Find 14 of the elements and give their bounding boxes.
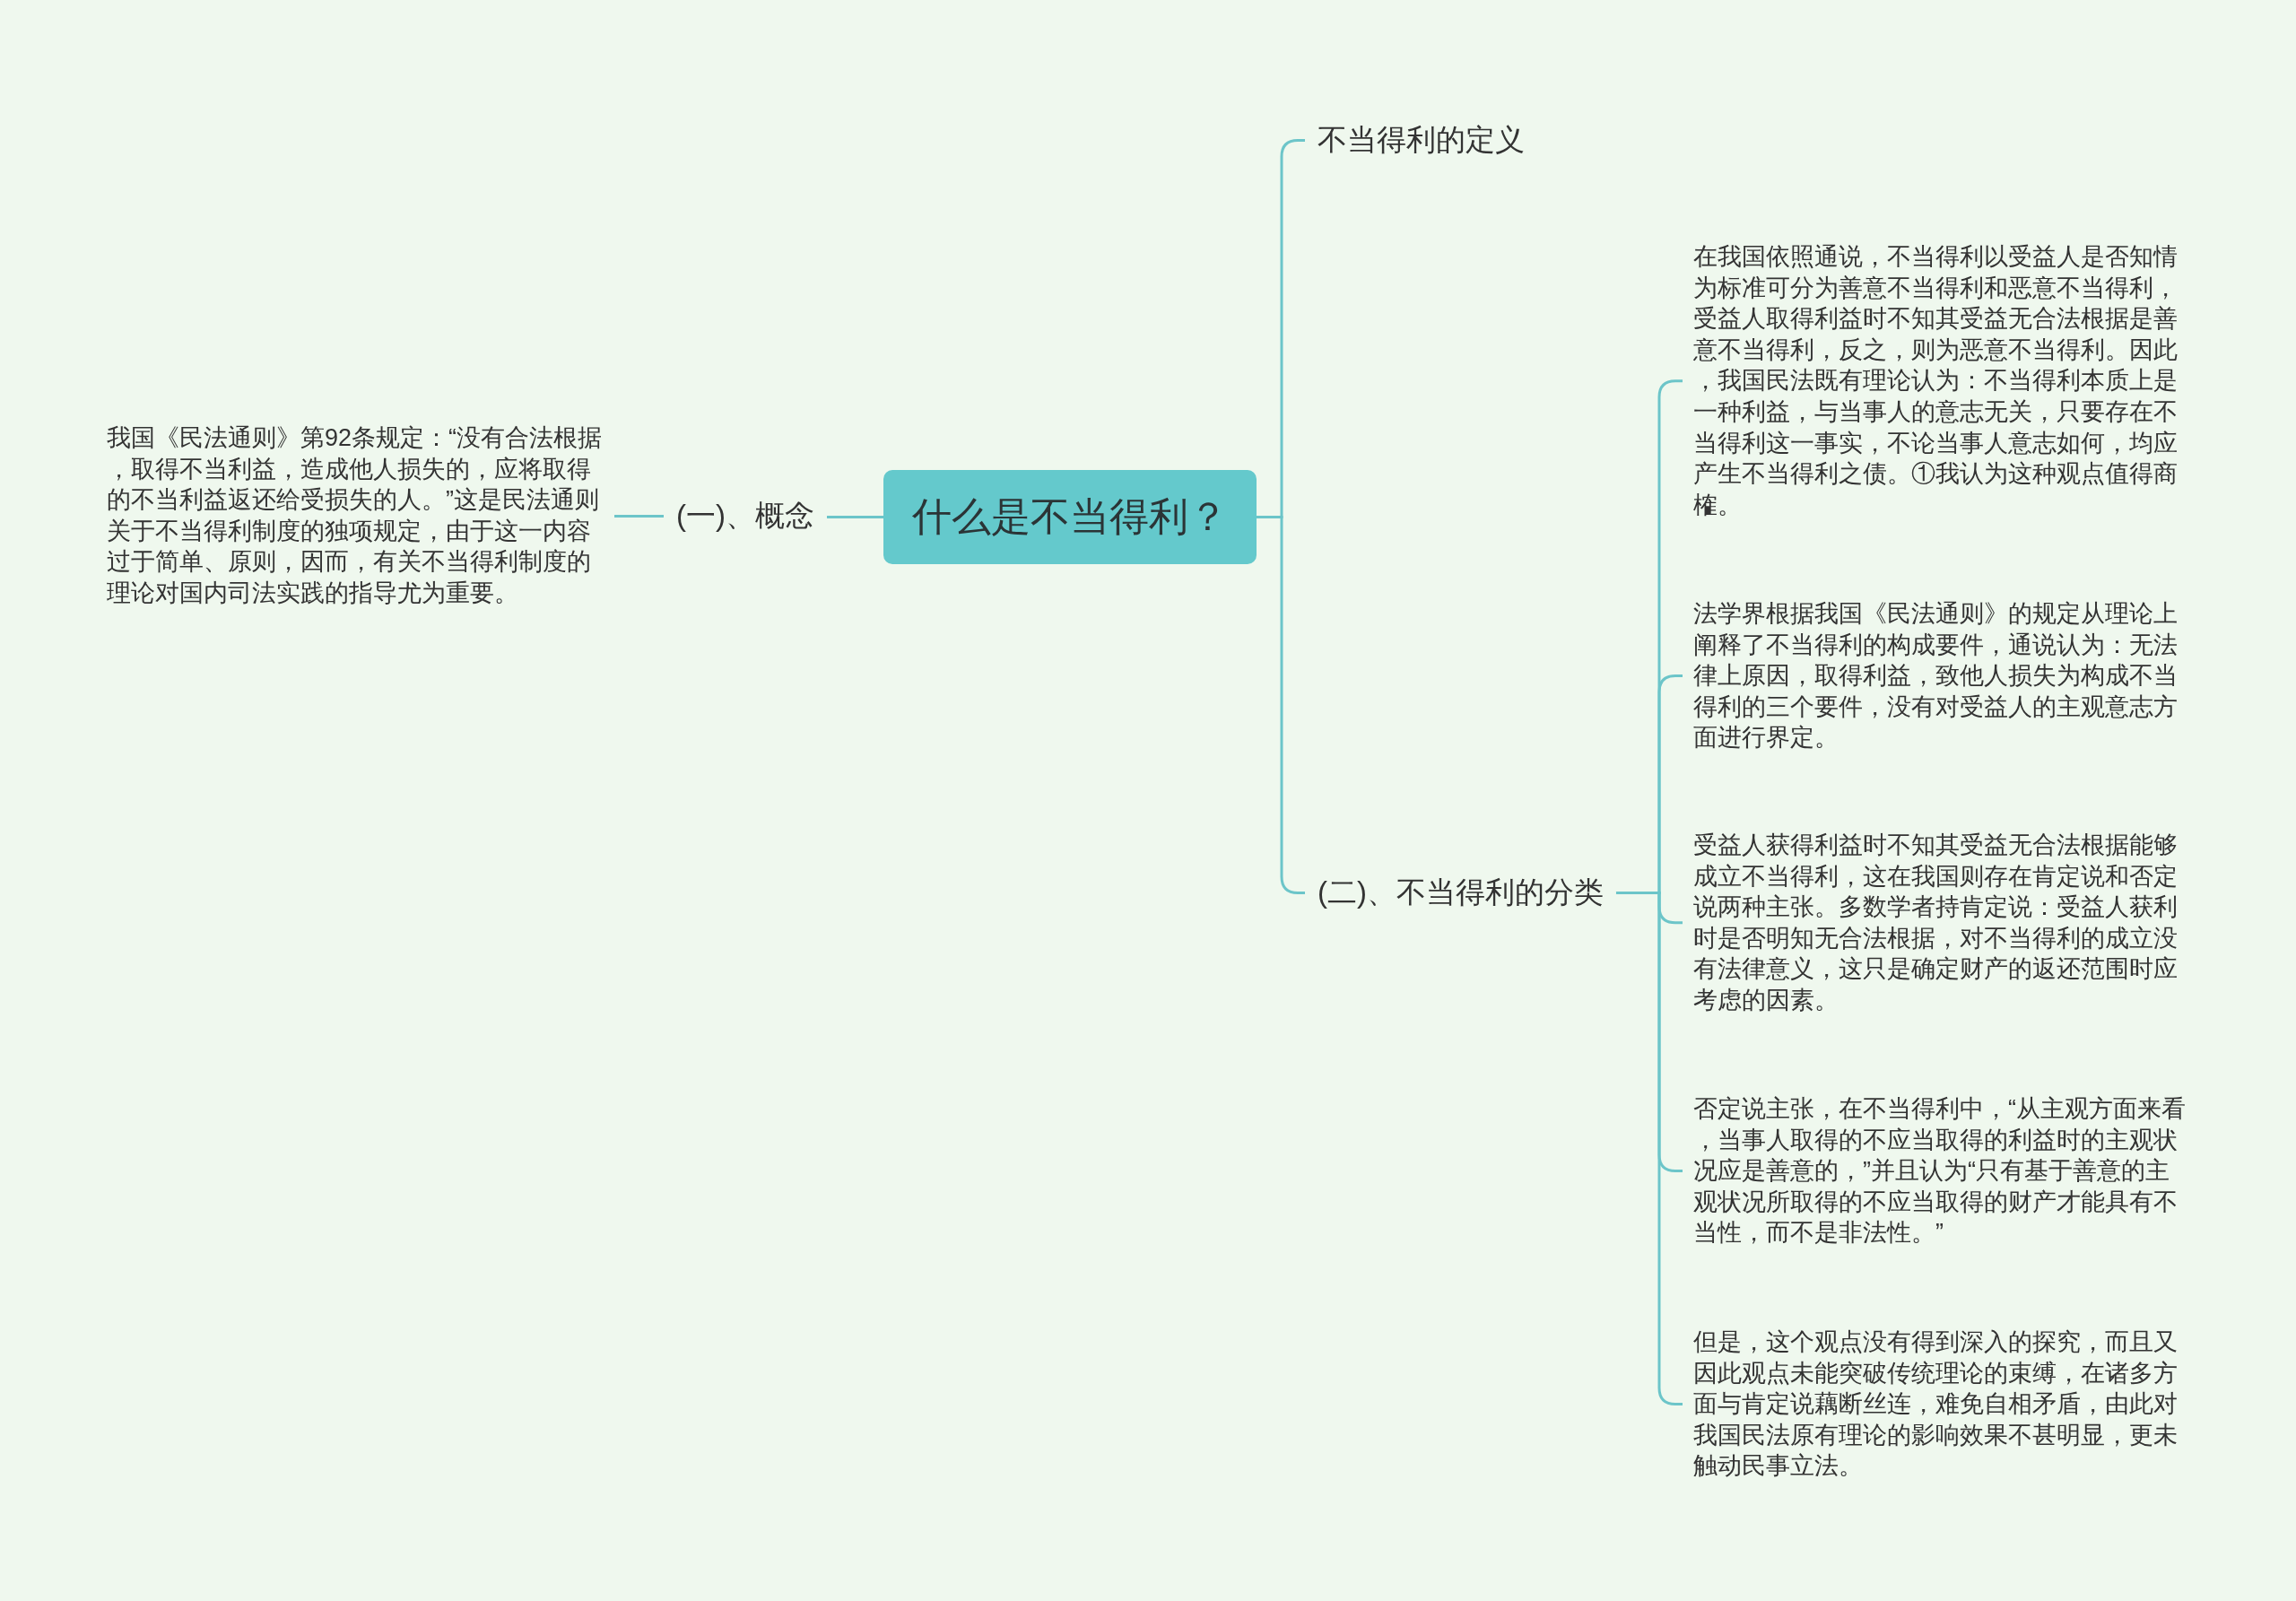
branch-label: (二)、不当得利的分类: [1318, 874, 1604, 910]
note-text: 在我国依照通说，不当得利以受益人是否知情为标准可分为善意不当得利和恶意不当得利，受益人取得利益时不知其受益无合法根据是善意不当得利，反之，则为恶意不当得利。因此，我国民法既有理论认为：不当得利本质上是一种利益，与当事人的意志无关，只要存在不当得利这一事实，不论当事人意志如何，均应产生不当得利之债。①我认为这种观点值得商榷。: [1693, 242, 2179, 520]
branch-label: 不当得利的定义: [1318, 122, 1525, 158]
central-topic-box: [883, 470, 1257, 564]
connector-line: [827, 516, 883, 518]
connector-line: [614, 514, 664, 518]
branch-label: (一)、概念: [676, 498, 814, 534]
note-text: 受益人获得利益时不知其受益无合法根据能够成立不当得利，这在我国则存在肯定说和否定说两种主张。多数学者持肯定说：受益人获利时是否明知无合法根据，对不当得利的成立没有法律意义，这只是确定财产的返还范围时应考虑的因素。: [1693, 831, 2179, 1015]
note-text: 否定说主张，在不当得利中，“从主观方面来看，当事人取得的不应当取得的利益时的主观状况应是善意的，”并且认为“只有基于善意的主观状况所取得的不应当取得的财产才能具有不当性，而不是非法性。”: [1693, 1094, 2187, 1249]
note-text: 法学界根据我国《民法通则》的规定从理论上阐释了不当得利的构成要件，通说认为：无法律上原因，取得利益，致他人损失为构成不当得利的三个要件，没有对受益人的主观意志方面进行界定。: [1693, 599, 2179, 753]
central-topic-title: 什么是不当得利？: [912, 493, 1228, 541]
connector-line: [1257, 516, 1305, 894]
note-text: 但是，这个观点没有得到深入的探究，而且又因此观点未能突破传统理论的束缚，在诸多方面与肯定说藕断丝连，难免自相矛盾，由此对我国民法原有理论的影响效果不甚明显，更未触动民事立法。: [1693, 1327, 2179, 1482]
note-text: 我国《民法通则》第92条规定：“没有合法根据，取得不当利益，造成他人损失的，应将取得的不当利益返还给受损失的人。”这是民法通则关于不当得利制度的独项规定，由于这一内容过于简单、原则，因而，有关不当得利制度的理论对国内司法实践的指导尤为重要。: [107, 423, 604, 608]
